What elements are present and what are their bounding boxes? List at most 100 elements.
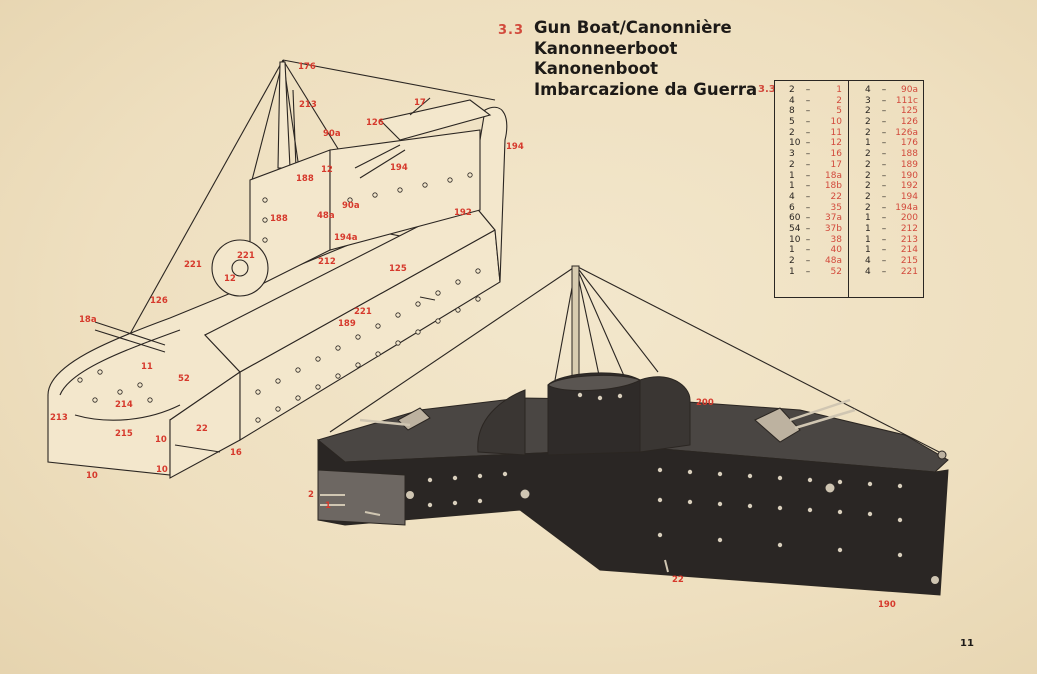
title-en-fr: Gun Boat/Canonnière bbox=[534, 18, 732, 37]
separator: – bbox=[881, 117, 887, 128]
callout-126-low: 126 bbox=[150, 296, 168, 306]
page-number: 11 bbox=[960, 638, 974, 649]
callout-12-mid: 12 bbox=[321, 165, 333, 175]
part-quantity: 4 bbox=[865, 256, 871, 266]
parts-list-row: 1–213 bbox=[865, 235, 918, 246]
separator: – bbox=[805, 127, 811, 138]
callout-12-low: 12 bbox=[224, 274, 236, 284]
part-number: 2 bbox=[836, 95, 842, 106]
callout-212: 212 bbox=[318, 257, 336, 267]
line-drawing-holes bbox=[77, 172, 481, 423]
callout-221-b: 221 bbox=[184, 260, 202, 270]
separator: – bbox=[881, 149, 887, 160]
callout-194a: 194a bbox=[334, 233, 358, 243]
callout-221-a: 221 bbox=[237, 251, 255, 261]
parts-list-row: 1–18a bbox=[789, 171, 842, 182]
part-quantity: 2 bbox=[789, 127, 795, 138]
part-quantity: 6 bbox=[789, 202, 795, 213]
parts-list-row: 2–192 bbox=[865, 181, 918, 192]
parts-list-row: 6–35 bbox=[789, 203, 842, 214]
part-quantity: 2 bbox=[789, 85, 795, 95]
separator: – bbox=[805, 149, 811, 160]
part-quantity: 2 bbox=[865, 127, 871, 138]
parts-list-row: 2–189 bbox=[865, 160, 918, 171]
part-quantity: 1 bbox=[789, 170, 795, 181]
part-number: 48a bbox=[825, 256, 842, 266]
callout-215: 215 bbox=[115, 429, 133, 439]
part-number: 35 bbox=[830, 202, 842, 213]
part-number: 40 bbox=[830, 245, 842, 256]
callout-194-right: 194 bbox=[506, 142, 524, 152]
part-quantity: 2 bbox=[865, 170, 871, 181]
separator: – bbox=[881, 234, 887, 245]
callout-90a-top: 90a bbox=[323, 129, 341, 139]
separator: – bbox=[881, 138, 887, 149]
separator: – bbox=[881, 85, 887, 95]
callout-22-a: 22 bbox=[196, 424, 208, 434]
title-it: Imbarcazione da Guerra bbox=[534, 79, 758, 99]
callout-22-b: 22 bbox=[672, 575, 684, 585]
parts-list-row: 2–1 bbox=[789, 85, 842, 96]
callout-48a: 48a bbox=[317, 211, 335, 221]
parts-list-row: 2–126a bbox=[865, 128, 918, 139]
parts-list-model-number: 3.3 bbox=[758, 84, 776, 95]
title-nl: Kanonneerboot bbox=[534, 38, 678, 58]
part-quantity: 2 bbox=[789, 256, 795, 266]
callout-192: 192 bbox=[454, 208, 472, 218]
part-callouts: 176 213 17 126 90a 12 194 194 188 188 48… bbox=[50, 62, 896, 610]
part-quantity: 3 bbox=[865, 95, 871, 106]
part-number: 12 bbox=[830, 138, 842, 149]
parts-list-row: 4–90a bbox=[865, 85, 918, 96]
separator: – bbox=[805, 95, 811, 106]
separator: – bbox=[805, 266, 811, 277]
part-number: 190 bbox=[900, 170, 918, 181]
part-number: 188 bbox=[900, 149, 918, 160]
part-number: 10 bbox=[830, 117, 842, 128]
separator: – bbox=[805, 191, 811, 202]
parts-list-row: 2–188 bbox=[865, 149, 918, 160]
parts-list-row: 4–215 bbox=[865, 256, 918, 267]
part-number: 126 bbox=[900, 117, 918, 128]
parts-list-row: 54–37b bbox=[789, 224, 842, 235]
part-quantity: 1 bbox=[865, 223, 871, 234]
parts-list-row: 1–18b bbox=[789, 181, 842, 192]
separator: – bbox=[881, 127, 887, 138]
parts-list-row: 4–22 bbox=[789, 192, 842, 203]
part-quantity: 1 bbox=[789, 181, 795, 192]
callout-126-top: 126 bbox=[366, 118, 384, 128]
parts-list-row: 4– 2 bbox=[789, 96, 842, 107]
separator: – bbox=[881, 191, 887, 202]
callout-17: 17 bbox=[414, 98, 426, 108]
callout-11: 11 bbox=[141, 362, 153, 372]
separator: – bbox=[881, 159, 887, 170]
callout-125: 125 bbox=[389, 264, 407, 274]
callout-188-b: 188 bbox=[270, 214, 288, 224]
separator: – bbox=[805, 138, 811, 149]
callout-10-a: 10 bbox=[155, 435, 167, 445]
separator: – bbox=[881, 213, 887, 224]
parts-list-row: 8–5 bbox=[789, 106, 842, 117]
callout-2: 2 bbox=[308, 490, 314, 500]
separator: – bbox=[881, 223, 887, 234]
parts-list-row: 2–11 bbox=[789, 128, 842, 139]
part-quantity: 3 bbox=[789, 149, 795, 160]
part-quantity: 4 bbox=[789, 95, 795, 106]
part-number: 215 bbox=[900, 256, 918, 266]
part-number: 38 bbox=[830, 234, 842, 245]
callout-10-b: 10 bbox=[156, 465, 168, 475]
parts-list-row: 2–126 bbox=[865, 117, 918, 128]
separator: – bbox=[805, 256, 811, 266]
part-quantity: 54 bbox=[789, 223, 801, 234]
part-quantity: 10 bbox=[789, 138, 801, 149]
part-quantity: 4 bbox=[789, 191, 795, 202]
parts-list-row: 10– 12 bbox=[789, 138, 842, 149]
separator: – bbox=[881, 181, 887, 192]
parts-list-row: 2–194a bbox=[865, 203, 918, 214]
separator: – bbox=[805, 245, 811, 256]
photo-hull-holes bbox=[406, 392, 939, 584]
part-quantity: 1 bbox=[865, 138, 871, 149]
